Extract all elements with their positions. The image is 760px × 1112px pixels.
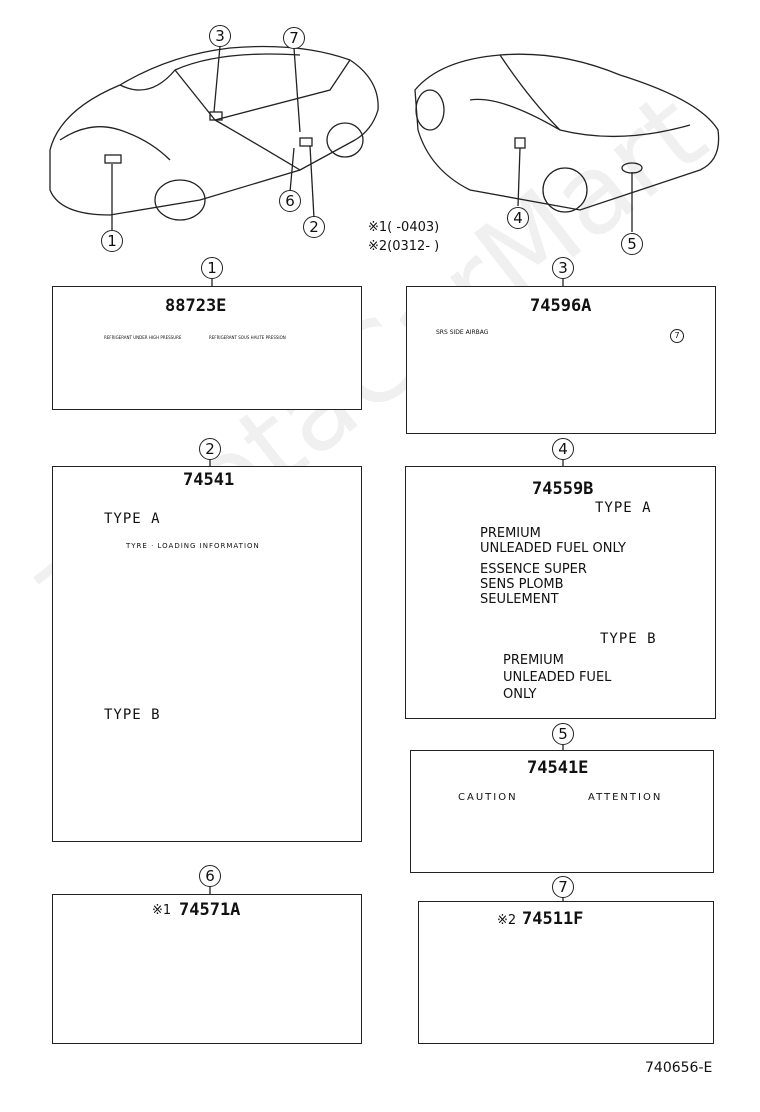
callout-3: 3 — [552, 257, 574, 279]
callout-4: 4 — [552, 438, 574, 460]
leader-lines — [111, 45, 633, 901]
label-5-caution: CAUTION — [458, 792, 518, 803]
label-2-tyre-title: TYRE · LOADING INFORMATION — [126, 542, 260, 550]
diagram-code: 740656-E — [645, 1060, 713, 1076]
fuel-line: PREMIUM — [503, 653, 564, 668]
label-1-part-number: 88723E — [165, 296, 227, 316]
label-6-panel — [52, 894, 362, 1044]
label-7-prefix: ※2 — [497, 913, 517, 928]
fuel-line: ESSENCE SUPER — [480, 562, 587, 577]
fuel-line: UNLEADED FUEL ONLY — [480, 541, 626, 556]
label-4-panel — [405, 466, 716, 719]
callout-7: 7 — [552, 876, 574, 898]
fuel-line: UNLEADED FUEL — [503, 670, 612, 685]
rear-car-drawing — [414, 53, 720, 213]
callout-2-top: 2 — [303, 216, 325, 238]
front-car-drawing — [49, 45, 379, 221]
fuel-line: SEULEMENT — [480, 592, 559, 607]
label-5-attention: ATTENTION — [588, 792, 663, 803]
callout-1: 1 — [201, 257, 223, 279]
label-2-type-b: TYPE B — [104, 707, 161, 723]
note-2: ※2(0312- ) — [368, 239, 440, 254]
note-1: ※1( -0403) — [368, 220, 440, 235]
label-4-type-a: TYPE A — [595, 500, 652, 516]
callout-2: 2 — [199, 438, 221, 460]
label-1-right-title: REFRIGERANT SOUS HAUTE PRESSION — [209, 335, 286, 340]
callout-6-top: 6 — [279, 190, 301, 212]
label-7-panel — [418, 901, 714, 1044]
label-2-panel — [52, 466, 362, 842]
fuel-line: SENS PLOMB — [480, 577, 564, 592]
fuel-line: ONLY — [503, 687, 537, 702]
label-2-type-a: TYPE A — [104, 511, 161, 527]
label-1-panel — [52, 286, 362, 410]
label-3-badge: 7 — [670, 329, 684, 343]
label-6-part-number: 74571A — [179, 900, 241, 920]
callout-7-top: 7 — [283, 27, 305, 49]
callout-5: 5 — [552, 723, 574, 745]
label-5-panel — [410, 750, 714, 873]
callout-4-top: 4 — [507, 207, 529, 229]
callout-3-top: 3 — [209, 25, 231, 47]
fuel-line: PREMIUM — [480, 526, 541, 541]
label-6-prefix: ※1 — [152, 903, 172, 918]
label-7-part-number: 74511F — [522, 909, 584, 929]
label-4-type-b: TYPE B — [600, 631, 657, 647]
label-3-srs-title: SRS SIDE AIRBAG — [436, 329, 489, 336]
label-1-left-title: REFRIGERANT UNDER HIGH PRESSURE — [104, 335, 182, 340]
label-3-panel — [406, 286, 716, 434]
label-3-part-number: 74596A — [530, 296, 592, 316]
label-2-part-number: 74541 — [183, 470, 235, 490]
callout-6: 6 — [199, 865, 221, 887]
label-4-type-b-text: PREMIUM UNLEADED FUEL ONLY — [503, 652, 611, 703]
callout-5-top: 5 — [621, 233, 643, 255]
label-4-type-a-text: PREMIUM UNLEADED FUEL ONLY ESSENCE SUPER… — [480, 526, 626, 607]
label-4-part-number: 74559B — [532, 479, 594, 499]
label-5-part-number: 74541E — [527, 758, 589, 778]
callout-1-top: 1 — [101, 230, 123, 252]
